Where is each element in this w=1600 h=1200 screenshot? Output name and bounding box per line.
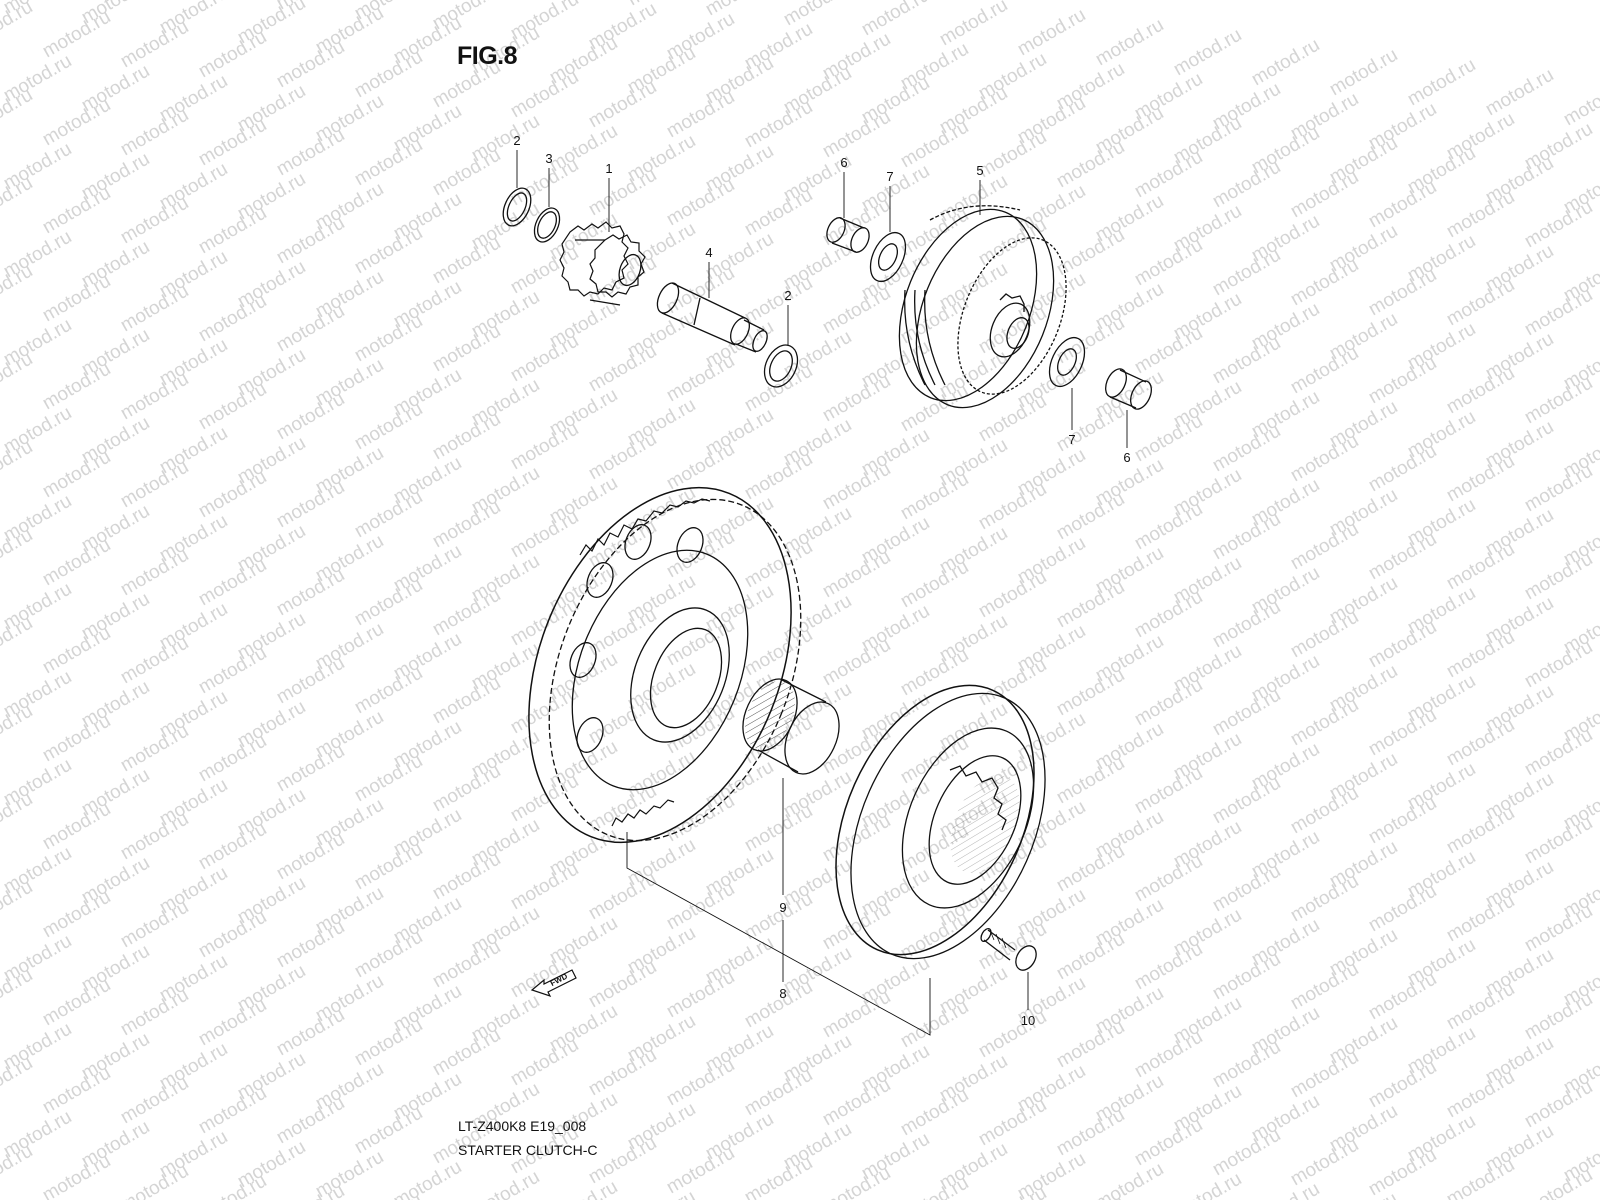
callout-5: 5: [976, 163, 983, 178]
part-thrust-washer-7-bottom: [1048, 336, 1086, 388]
callout-labels: 2 3 1 4 2 6 7 5 7 6 9 8 10 FWD: [513, 133, 1130, 1028]
part-bushing-6-top: [826, 217, 870, 253]
part-starter-clutch-body-10: [835, 684, 1046, 960]
callout-2-left: 2: [513, 133, 520, 148]
assembly-name: STARTER CLUTCH-C: [458, 1142, 598, 1158]
callout-9: 9: [779, 900, 786, 915]
callout-10: 10: [1021, 1013, 1035, 1028]
callout-6-bottom: 6: [1123, 450, 1130, 465]
figure-title: FIG.8: [457, 42, 518, 70]
part-starter-idle-gear-5: [898, 205, 1067, 409]
callout-3: 3: [545, 151, 552, 166]
callout-4: 4: [705, 245, 712, 260]
callout-1: 1: [605, 161, 612, 176]
fwd-label: FWD: [549, 971, 570, 988]
part-idle-gear-1: [559, 221, 646, 306]
callout-7-top: 7: [886, 169, 893, 184]
part-bushing-6-bottom: [1105, 368, 1152, 410]
part-needle-bearing-9: [742, 678, 840, 775]
part-thrust-washer-7-top: [869, 231, 907, 283]
model-code: LT-Z400K8 E19_008: [458, 1118, 587, 1134]
part-shaft-4: [656, 282, 768, 353]
part-washer-2-right: [763, 344, 799, 388]
callout-6-top: 6: [840, 155, 847, 170]
part-washer-2-left: [502, 187, 532, 227]
callout-2-right: 2: [784, 288, 791, 303]
part-starter-driven-gear-8: [528, 486, 802, 844]
callout-8: 8: [779, 986, 786, 1001]
callout-7-bottom: 7: [1068, 432, 1075, 447]
leader-lines: [516, 150, 1128, 1036]
part-bolt-10: [980, 927, 1037, 971]
part-circlip-3: [533, 207, 561, 243]
fwd-direction-arrow: [530, 969, 577, 998]
